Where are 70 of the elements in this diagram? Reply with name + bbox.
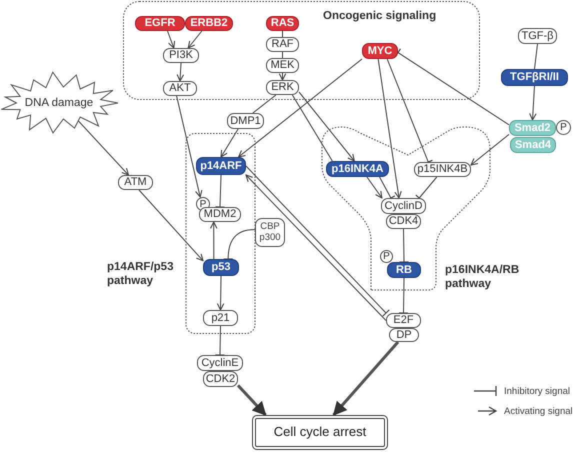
inhibition-line bbox=[398, 278, 409, 314]
protein-node: PI3K bbox=[163, 48, 199, 63]
phosphate-circle: P bbox=[380, 250, 393, 263]
arrow bbox=[210, 221, 218, 260]
protein-node: p14ARF bbox=[196, 157, 246, 175]
group-heading: Oncogenic signaling bbox=[323, 10, 438, 24]
protein-node: CDK4 bbox=[386, 214, 421, 229]
legend-text: Inhibitory signal bbox=[504, 386, 570, 396]
protein-node: CBP p300 bbox=[255, 218, 285, 247]
group-heading: p14ARF/p53 pathway bbox=[107, 261, 174, 289]
protein-node: p21 bbox=[203, 310, 238, 326]
phosphate-circle: P bbox=[556, 120, 571, 135]
protein-node: RAF bbox=[266, 37, 299, 52]
arrow bbox=[298, 92, 355, 162]
protein-node: CyclinD bbox=[381, 198, 426, 214]
protein-node: E2F bbox=[386, 313, 421, 328]
protein-node: p16INK4A bbox=[326, 161, 389, 177]
protein-node: ERK bbox=[266, 80, 299, 95]
arrow bbox=[188, 30, 202, 49]
protein-node: Smad4 bbox=[510, 137, 556, 153]
inhibition-line bbox=[379, 176, 396, 201]
arrow bbox=[220, 128, 239, 158]
arrow bbox=[378, 58, 402, 199]
connector-line bbox=[252, 94, 276, 114]
connector-line bbox=[282, 30, 283, 38]
protein-node: TGFβRI/II bbox=[501, 69, 568, 86]
arrow bbox=[278, 72, 286, 81]
arrow bbox=[167, 30, 176, 49]
arrow bbox=[529, 86, 537, 121]
damage-starburst: DNA damage bbox=[0, 72, 118, 134]
inhibition-line bbox=[214, 326, 226, 356]
protein-node: p53 bbox=[203, 259, 239, 276]
protein-node: Smad2 bbox=[509, 120, 556, 136]
protein-node: MYC bbox=[362, 43, 398, 59]
protein-node: AKT bbox=[163, 81, 197, 96]
protein-node: RB bbox=[387, 262, 421, 278]
arrow bbox=[176, 96, 202, 198]
protein-node: RAS bbox=[266, 16, 299, 31]
connector-line bbox=[282, 52, 283, 58]
protein-node: CyclinE bbox=[197, 355, 243, 371]
signaling-group bbox=[123, 1, 480, 100]
inhibition-line bbox=[214, 174, 226, 208]
protein-node: CDK2 bbox=[203, 371, 238, 387]
protein-node: MEK bbox=[266, 58, 299, 73]
protein-node: p15INK4B bbox=[414, 162, 471, 177]
pathway-group bbox=[105, 133, 256, 334]
protein-node: ATM bbox=[118, 175, 153, 190]
group-heading: p16INK4A/RB pathway bbox=[445, 264, 520, 292]
protein-node: DP bbox=[389, 328, 419, 342]
inhibition-line bbox=[386, 58, 433, 164]
inhibition-line bbox=[223, 229, 256, 260]
arrow bbox=[238, 58, 362, 158]
arrow bbox=[216, 276, 224, 311]
thick-arrow bbox=[332, 341, 400, 416]
inhibition-line bbox=[398, 228, 410, 263]
protein-node: MDM2 bbox=[199, 207, 241, 222]
protein-node: ERBB2 bbox=[185, 16, 233, 31]
legend-text: Activating signal bbox=[504, 406, 573, 416]
thick-arrow bbox=[236, 384, 267, 416]
arrow bbox=[366, 176, 382, 199]
protein-node: DMP1 bbox=[227, 113, 264, 129]
connector-line bbox=[292, 94, 333, 162]
arrow bbox=[470, 134, 510, 166]
arrow bbox=[138, 190, 204, 262]
protein-node: EGFR bbox=[135, 16, 185, 31]
arrow bbox=[77, 120, 130, 176]
outcome-box: Cell cycle arrest bbox=[252, 415, 388, 450]
protein-node: TGF-β bbox=[518, 28, 557, 44]
arrow bbox=[176, 62, 184, 82]
connector-line bbox=[534, 44, 538, 70]
